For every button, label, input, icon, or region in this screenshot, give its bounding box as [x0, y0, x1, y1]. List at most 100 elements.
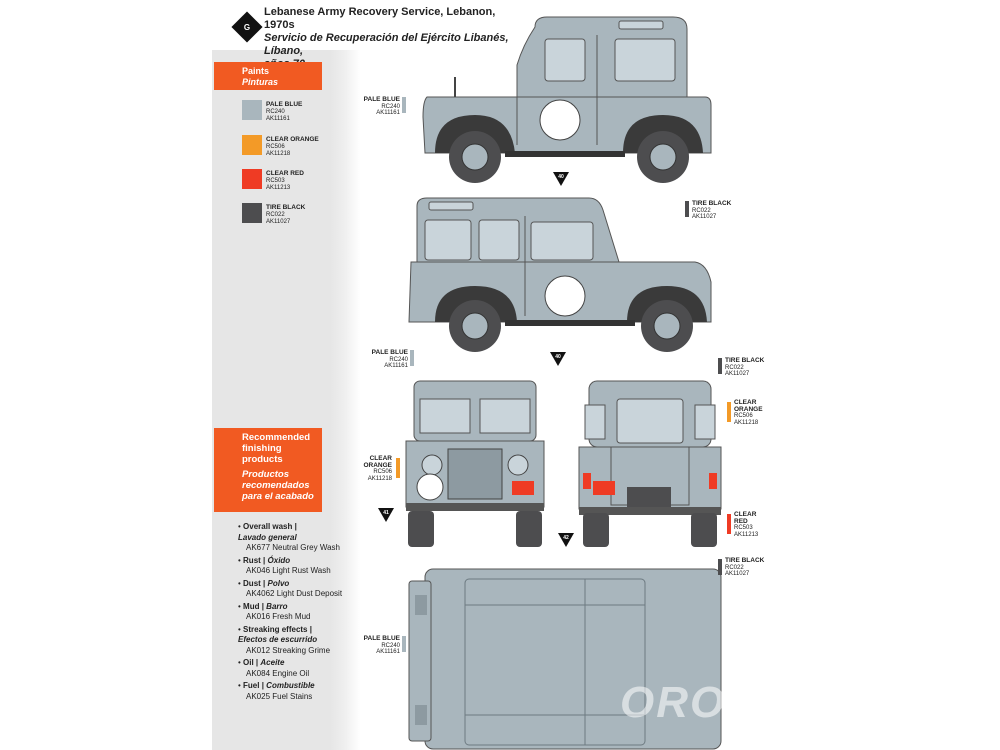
callout-bar-clear-orange: [396, 458, 400, 478]
swatch-clear-red: [242, 169, 262, 189]
callout-code: AK11027: [692, 214, 717, 220]
callout-bar-pale-blue: [402, 636, 406, 652]
paint-name: CLEAR ORANGE: [266, 136, 319, 143]
swatch-clear-orange: [242, 135, 262, 155]
finishing-item: • Streaking effects | Efectos de escurri…: [238, 625, 348, 657]
finishing-item-es: Polvo: [267, 578, 290, 588]
callout-bar-tire-black: [718, 559, 722, 575]
paint-name: CLEAR RED: [266, 170, 304, 177]
finishing-item: • Fuel | Combustible AK025 Fuel Stains: [238, 681, 348, 702]
paint-code: AK11218: [266, 151, 291, 157]
finishing-product: AK016 Fresh Mud: [246, 612, 311, 621]
paint-code: RC506: [266, 144, 285, 150]
callout-code: AK11218: [367, 475, 392, 482]
callout-bar-clear-orange: [727, 402, 731, 422]
callout-code: RC022: [725, 364, 744, 371]
paints-heading: Paints Pinturas: [214, 62, 322, 90]
paints-heading-es: Pinturas: [242, 77, 279, 87]
finishing-product: AK084 Engine Oil: [246, 668, 310, 678]
finishing-item-en: Overall wash |: [243, 522, 297, 531]
finishing-item-en: Mud |: [243, 601, 264, 611]
finishing-heading-en: products: [242, 454, 283, 465]
callout-bar-tire-black: [718, 358, 722, 374]
callout-code: AK11161: [384, 363, 408, 369]
callout-code: RC506: [373, 469, 392, 475]
callout-name: CLEAR: [369, 455, 392, 462]
callout-name: ORANGE: [734, 405, 763, 413]
callout-code: RC240: [389, 356, 408, 363]
callout-code: AK11027: [725, 371, 750, 377]
finishing-product: AK677 Neutral Grey Wash: [246, 543, 340, 552]
finishing-product: AK025 Fuel Stains: [246, 691, 313, 701]
paint-code: AK11213: [266, 185, 291, 191]
callout-code: RC022: [692, 207, 711, 214]
finishing-item-es: Lavado general: [238, 532, 297, 542]
callout-name: PALE BLUE: [363, 635, 400, 642]
sidebar-background: [212, 50, 352, 750]
callout-bar-tire-black: [685, 201, 689, 217]
callout-code: RC240: [381, 103, 400, 110]
scheme-badge-letter: G: [243, 22, 251, 32]
finishing-item: • Oil | Aceite AK084 Engine Oil: [238, 658, 348, 679]
finishing-item-es: Óxido: [267, 555, 291, 565]
decal-marker-side1: [553, 172, 569, 186]
callout-name: PALE BLUE: [363, 96, 400, 103]
finishing-product: AK012 Streaking Grime: [246, 645, 331, 655]
decal-number-rear: 42: [563, 535, 569, 541]
finishing-item: • Mud | Barro AK016 Fresh Mud: [238, 602, 348, 623]
finishing-product: AK046 Light Rust Wash: [246, 566, 331, 575]
callout-code: RC022: [725, 564, 744, 571]
vehicle-right-side-view: [408, 197, 712, 352]
finishing-item: • Rust | Óxido AK046 Light Rust Wash: [238, 556, 348, 577]
decal-number-front: 41: [383, 510, 389, 516]
callout-code: AK11161: [376, 110, 400, 116]
swatch-tire-black: [242, 203, 262, 223]
callout-name: TIRE BLACK: [725, 357, 765, 364]
finishing-heading-es: para el acabado: [242, 491, 314, 502]
paint-code: RC240: [266, 109, 285, 115]
title-spanish-1: Servicio de Recuperación del Ejército Li…: [264, 32, 509, 57]
finishing-item: • Overall wash | Lavado general AK677 Ne…: [238, 522, 348, 554]
vehicle-left-side-view: [422, 16, 712, 183]
paints-heading-en: Paints: [242, 66, 270, 76]
finishing-item-en: Oil |: [243, 658, 259, 667]
finishing-item-es: Aceite: [260, 658, 285, 667]
watermark: ORO MODEL: [620, 678, 910, 727]
callout-code: AK11161: [376, 649, 400, 655]
paint-name: PALE BLUE: [266, 101, 303, 108]
finishing-item-es: Barro: [266, 601, 288, 611]
callout-code: RC506: [734, 413, 753, 419]
decal-marker-rear: [558, 533, 574, 547]
swatch-pale-blue: [242, 100, 262, 120]
title-english: Lebanese Army Recovery Service, Lebanon,…: [264, 6, 496, 31]
finishing-product: AK4062 Light Dust Deposit: [246, 589, 343, 598]
callout-name: PALE BLUE: [371, 349, 408, 356]
finishing-heading-es: Productos: [242, 469, 289, 480]
finishing-item-es: Efectos de escurrido: [238, 635, 318, 644]
sidebar-edge: [330, 50, 360, 750]
finishing-item-en: Streaking effects |: [243, 624, 312, 634]
callout-name: CLEAR: [734, 399, 757, 406]
finishing-heading-en: Recommended: [242, 432, 311, 443]
callout-bar-clear-red: [727, 514, 731, 534]
decal-number-side2: 40: [555, 354, 561, 360]
paint-code: RC022: [266, 212, 285, 218]
finishing-list: • Overall wash | Lavado general AK677 Ne…: [238, 522, 348, 704]
decal-number-side1: 40: [558, 174, 564, 180]
finishing-heading-es: recomendados: [242, 480, 310, 491]
callout-code: AK11218: [734, 419, 759, 426]
callout-code: AK11027: [725, 571, 750, 577]
callout-bar-pale-blue: [402, 97, 406, 113]
paint-name: TIRE BLACK: [266, 204, 306, 211]
paint-code: RC503: [266, 178, 285, 184]
vehicle-top-view: [408, 568, 722, 750]
